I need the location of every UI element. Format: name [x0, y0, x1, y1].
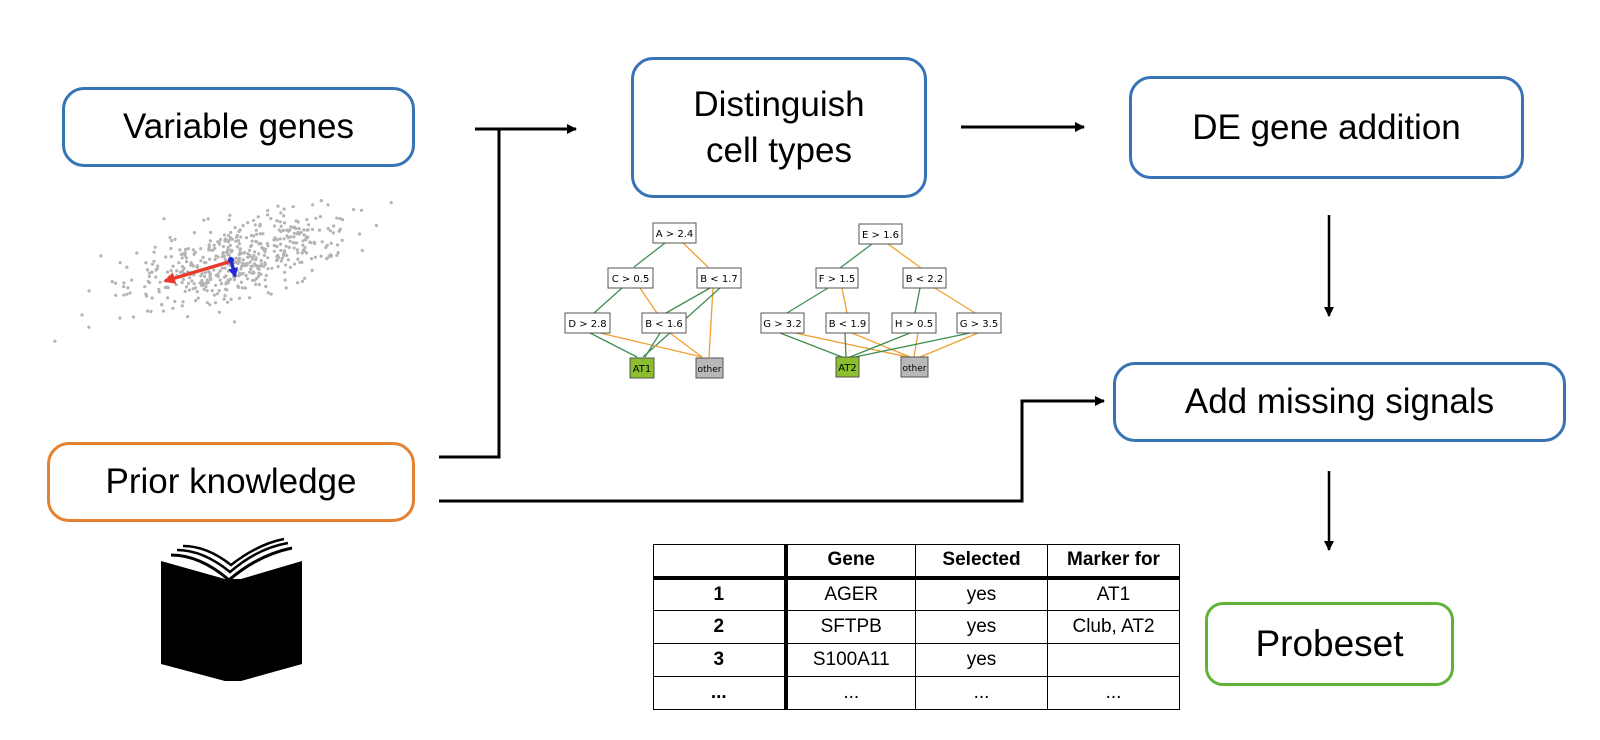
table-row: ... ... ... ...: [653, 676, 1180, 710]
table-header-marker: Marker for: [1047, 544, 1180, 580]
tree2-leaf-target-node: [835, 356, 860, 378]
pca-red-arrow: [163, 259, 233, 284]
tree1-leaf-target-label: AT1: [633, 364, 652, 375]
tree2-leaf-target-label: AT2: [838, 363, 857, 374]
table-cell-index: 1: [653, 577, 788, 611]
table-cell-gene: ...: [785, 676, 916, 710]
pca-scatter-plot: [53, 199, 393, 343]
table-header-gene: Gene: [785, 544, 916, 580]
tree2-l3-a-label: G > 3.2: [763, 319, 801, 330]
table-header-index: [653, 544, 788, 580]
table-cell-marker: AT1: [1047, 577, 1180, 611]
table-cell-index: ...: [653, 676, 788, 710]
variable-genes-box: Variable genes: [62, 87, 415, 167]
probeset-table: Gene Selected Marker for 1 AGER yes AT1 …: [653, 544, 1180, 710]
add-missing-signals-box: Add missing signals: [1113, 362, 1566, 442]
tree1-l3-left-label: D > 2.8: [568, 319, 606, 330]
tree2-l3-d-label: G > 3.5: [960, 319, 998, 330]
tree2-l3-d-node: [956, 312, 1002, 334]
variable-genes-label: Variable genes: [123, 107, 354, 146]
tree1-leaf-other-label: other: [698, 365, 722, 375]
tree2-l2-right-node: [902, 267, 947, 289]
tree1-l2-left-node: [607, 267, 654, 289]
table-row: 3 S100A11 yes: [653, 643, 1180, 677]
tree1-l2-right-node: [696, 267, 742, 289]
add-missing-signals-label: Add missing signals: [1184, 382, 1495, 421]
table-cell-selected: yes: [915, 610, 1048, 644]
tree1-root-node: [652, 222, 697, 244]
probeset-box: Probeset: [1205, 602, 1454, 686]
table-cell-marker: ...: [1047, 676, 1180, 710]
table-cell-gene: SFTPB: [785, 610, 916, 644]
tree2-leaf-other-label: other: [903, 364, 927, 374]
tree2-l2-right-label: B < 2.2: [906, 274, 944, 285]
table-cell-selected: yes: [915, 643, 1048, 677]
prior-knowledge-label: Prior knowledge: [105, 462, 357, 501]
prior-knowledge-box: Prior knowledge: [47, 442, 415, 522]
table-row: 1 AGER yes AT1: [653, 577, 1180, 611]
tree1-nodes: A > 2.4 C > 0.5 B < 1.7 D > 2.8 B < 1.6 …: [564, 222, 742, 379]
tree1-l2-right-label: B < 1.7: [700, 274, 738, 285]
tree1-l2-left-label: C > 0.5: [612, 274, 650, 285]
table-cell-gene: S100A11: [785, 643, 916, 677]
table-cell-gene: AGER: [785, 577, 916, 611]
tree1-edges: [589, 242, 721, 358]
tree1-l3-right-node: [641, 312, 687, 334]
table-cell-selected: ...: [915, 676, 1048, 710]
table-row: 2 SFTPB yes Club, AT2: [653, 610, 1180, 644]
tree1-root-label: A > 2.4: [656, 229, 693, 240]
tree2-nodes: E > 1.6 F > 1.5 B < 2.2 G > 3.2 B < 1.9 …: [760, 223, 1002, 378]
tree2-l2-left-node: [815, 267, 859, 289]
tree1-leaf-other-node: [695, 357, 724, 379]
connector-prior-knowledge-to-missing: [439, 396, 1105, 503]
table-cell-selected: yes: [915, 577, 1048, 611]
tree2-l3-c-node: [891, 312, 937, 334]
tree2-l3-a-node: [760, 312, 805, 334]
tree2-edges: [779, 243, 979, 358]
tree2-l3-c-label: H > 0.5: [895, 319, 933, 330]
tree2-leaf-other-node: [900, 356, 929, 378]
book-icon: [161, 537, 302, 681]
distinguish-cell-types-label: Distinguish cell types: [693, 84, 865, 170]
de-gene-addition-box: DE gene addition: [1129, 76, 1524, 179]
tree1-leaf-target-node: [629, 357, 655, 379]
table-cell-marker: Club, AT2: [1047, 610, 1180, 644]
probeset-label: Probeset: [1255, 623, 1404, 664]
distinguish-cell-types-box: Distinguish cell types: [631, 57, 927, 198]
table-cell-marker: [1047, 643, 1180, 677]
connector-prior-knowledge-to-distinguish: [439, 129, 501, 459]
tree2-l3-b-label: B < 1.9: [829, 319, 867, 330]
tree2-root-node: [858, 223, 903, 245]
pca-center-point: [228, 257, 234, 263]
table-header-selected: Selected: [915, 544, 1048, 580]
table-cell-index: 3: [653, 643, 788, 677]
tree2-root-label: E > 1.6: [862, 230, 899, 241]
table-header-row: Gene Selected Marker for: [653, 544, 1180, 580]
tree1-l3-right-label: B < 1.6: [645, 319, 683, 330]
de-gene-addition-label: DE gene addition: [1192, 107, 1461, 147]
tree2-l3-b-node: [825, 312, 870, 334]
tree2-l2-left-label: F > 1.5: [819, 274, 855, 285]
table-cell-index: 2: [653, 610, 788, 644]
tree1-l3-left-node: [564, 312, 611, 334]
